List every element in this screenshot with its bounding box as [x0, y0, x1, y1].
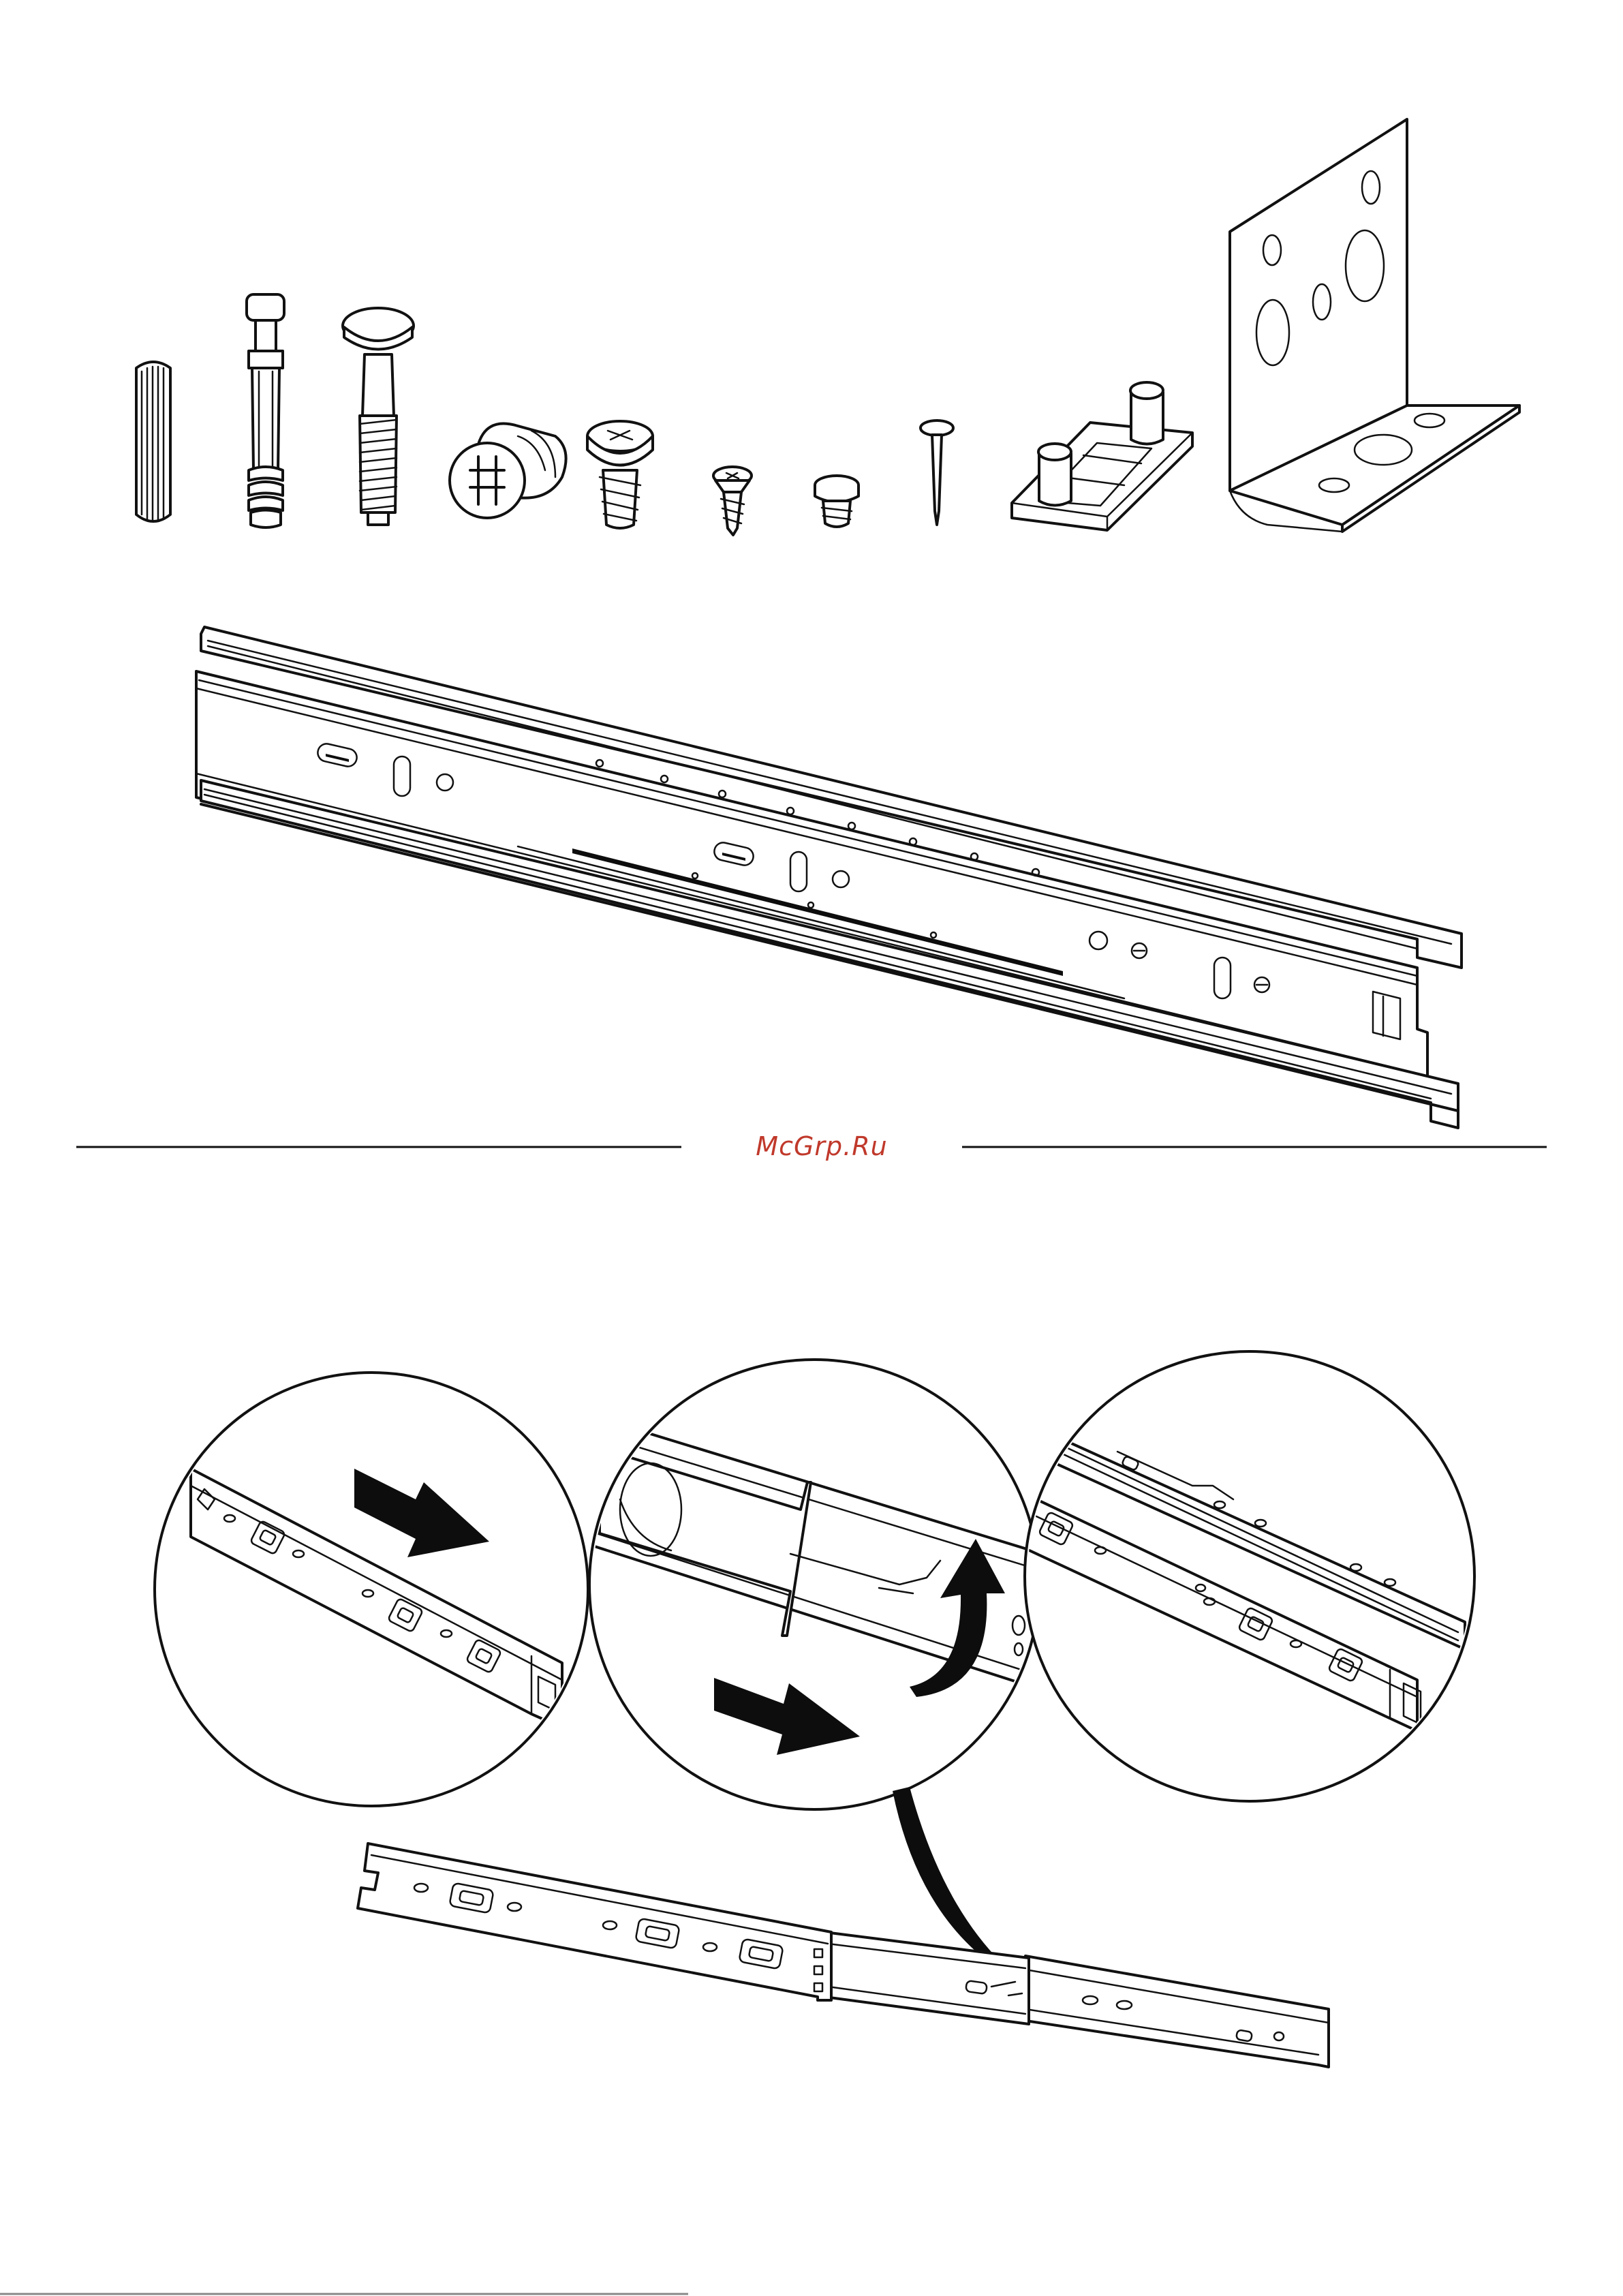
metal-angle-bracket-icon — [1230, 119, 1519, 532]
wood-dowel-icon — [136, 362, 170, 521]
detail-circle-3 — [1022, 1351, 1474, 1801]
detail-circle-1 — [155, 1373, 588, 1806]
long-screw-bolt-icon — [343, 308, 414, 525]
cam-lock-icon — [450, 424, 566, 518]
drawer-slide-extended — [358, 1843, 1329, 2067]
screw-icon — [587, 421, 653, 528]
watermark-text: McGrp.Ru — [681, 1131, 962, 1161]
plastic-plug-icon — [815, 476, 859, 527]
detail-pointer — [893, 1787, 1002, 1964]
connector-bolt-icon — [247, 294, 284, 527]
hardware-row — [136, 119, 1519, 535]
drawer-slide-large — [196, 627, 1462, 1128]
plastic-bracket-icon — [1012, 382, 1192, 530]
detail-circle-2 — [586, 1360, 1042, 1809]
small-screw-icon — [713, 467, 752, 535]
nail-icon — [921, 420, 953, 525]
